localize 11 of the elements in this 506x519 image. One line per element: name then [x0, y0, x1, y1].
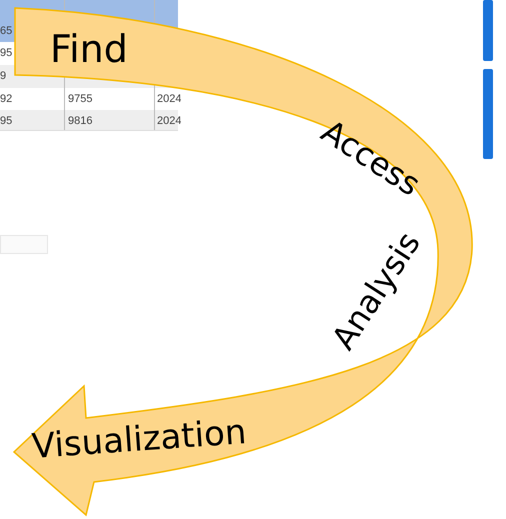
step-label: Visualization [30, 415, 248, 464]
table-cell-text: 9755 [68, 92, 92, 107]
table-cell-text: 2024 [157, 92, 182, 107]
table-cell-text: 95 [0, 114, 12, 129]
table-cell-text: 9 [0, 69, 6, 84]
table-cell-text: 9816 [68, 114, 92, 129]
step-label: Find [50, 30, 128, 68]
table-cell-text: 65 [0, 24, 12, 39]
table-cell-text: 2024 [157, 114, 182, 129]
table-cell-text: 92 [0, 92, 12, 107]
table-cell-text: 95 [0, 46, 12, 61]
